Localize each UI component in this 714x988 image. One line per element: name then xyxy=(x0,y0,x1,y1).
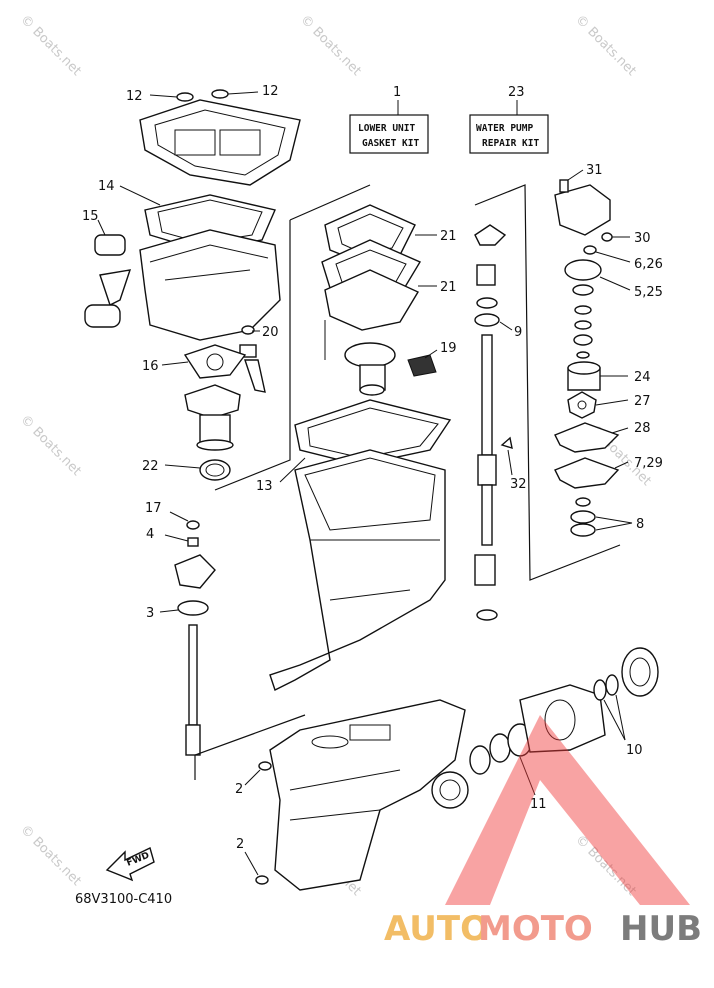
kit-frame-23 xyxy=(474,184,621,581)
callout-number: 2 xyxy=(235,782,243,797)
liner-stack xyxy=(572,284,594,359)
brand-auto: AUTO xyxy=(384,909,489,949)
drawing-code: 68V3100-C410 xyxy=(75,892,172,907)
drive-shaft xyxy=(474,224,507,621)
callout-number: 21 xyxy=(440,229,457,244)
watermark-text: © Boats.net xyxy=(17,12,84,79)
callout-number: 30 xyxy=(634,231,651,246)
oring-3 xyxy=(177,600,209,616)
bearing-housing xyxy=(519,684,606,753)
drain-screw-upper xyxy=(258,761,272,771)
watermark-text: © Boats.net xyxy=(297,12,364,79)
pipe-tube xyxy=(244,359,266,393)
callout-number: 4 xyxy=(146,527,154,542)
callout-number: 13 xyxy=(256,479,273,494)
exhaust-guide-assembly xyxy=(139,89,301,186)
water-pump-housing xyxy=(554,179,611,236)
callout-number: 31 xyxy=(586,163,603,178)
kit-line: REPAIR KIT xyxy=(482,138,539,149)
callout-number: 5,25 xyxy=(634,285,663,300)
pin-30 xyxy=(601,232,613,242)
callout-number: 32 xyxy=(510,477,527,492)
callout-number: 14 xyxy=(98,179,115,194)
seals-10 xyxy=(593,674,619,701)
kit-frame-1 xyxy=(289,184,371,221)
gasket-13 xyxy=(294,399,452,466)
callout-number: 2 xyxy=(236,837,244,852)
seals-8 xyxy=(570,497,596,537)
brand-moto: MOTO xyxy=(478,909,593,949)
kit-line: WATER PUMP xyxy=(476,123,533,134)
oring-17 xyxy=(186,520,200,530)
oil-pan-housing xyxy=(139,229,281,341)
plate-28 xyxy=(554,422,620,453)
impeller-27 xyxy=(567,391,597,419)
callout-number: 11 xyxy=(530,797,547,812)
pin-32 xyxy=(500,436,513,450)
kit-frame-lower xyxy=(194,714,306,780)
kit-box-water-pump: WATER PUMP REPAIR KIT 23 xyxy=(469,85,549,154)
callout-number: 27 xyxy=(634,394,651,409)
oring-5 xyxy=(564,259,602,281)
callout-number: 1 xyxy=(393,85,401,100)
seal-6 xyxy=(583,245,597,255)
shift-rod-holder xyxy=(174,554,216,589)
end-cap xyxy=(621,647,659,697)
callout-number: 22 xyxy=(142,459,159,474)
logo-triangle-icon xyxy=(445,715,690,905)
callout-number: 23 xyxy=(508,85,525,100)
callout-number: 15 xyxy=(82,209,99,224)
watermark-text: © Boats.net xyxy=(17,822,84,889)
brand-hub: HUB xyxy=(620,909,702,949)
callout-number: 16 xyxy=(142,359,159,374)
pinion-gear xyxy=(431,771,469,809)
watermark-text: © Boats.net xyxy=(17,412,84,479)
upper-casing xyxy=(269,449,446,691)
kit-line: GASKET KIT xyxy=(362,138,419,149)
seal-15 xyxy=(94,234,126,256)
gasket-7 xyxy=(554,457,620,489)
kit-line: LOWER UNIT xyxy=(358,123,415,134)
callout-number: 24 xyxy=(634,370,651,385)
gasket-14 xyxy=(144,194,276,251)
callout-number: 28 xyxy=(634,421,651,436)
bolt-4 xyxy=(187,537,199,547)
insert-24 xyxy=(567,361,601,391)
automotohub-logo: AUTO MOTO HUB xyxy=(384,715,702,949)
strainer xyxy=(84,269,132,328)
housing-22 xyxy=(184,384,241,481)
callout-number: 8 xyxy=(636,517,644,532)
callout-number: 12 xyxy=(126,89,143,104)
gasket-21-upper xyxy=(324,204,416,263)
callout-number: 17 xyxy=(145,501,162,516)
callout-number: 9 xyxy=(514,325,522,340)
drain-screw-lower xyxy=(255,875,269,885)
gasket-16 xyxy=(183,344,247,379)
exhaust-manifold xyxy=(324,320,396,396)
callout-number: 6,26 xyxy=(634,257,663,272)
fwd-arrow-icon: FWD xyxy=(105,847,155,882)
callout-number: 3 xyxy=(146,606,154,621)
gasket-21-lower xyxy=(321,239,422,331)
callout-number: 21 xyxy=(440,280,457,295)
lower-case xyxy=(269,699,466,891)
shift-rod xyxy=(185,624,201,756)
kit-box-lower-unit: LOWER UNIT GASKET KIT 1 xyxy=(349,85,429,154)
callout-number: 12 xyxy=(262,84,279,99)
callout-number: 10 xyxy=(626,743,643,758)
watermark-text: © Boats.net xyxy=(572,12,639,79)
kit-frame-1 xyxy=(214,220,291,491)
bracket-19 xyxy=(407,354,437,377)
callout-number: 20 xyxy=(262,325,279,340)
callout-number: 19 xyxy=(440,341,457,356)
callout-number: 7,29 xyxy=(634,456,663,471)
